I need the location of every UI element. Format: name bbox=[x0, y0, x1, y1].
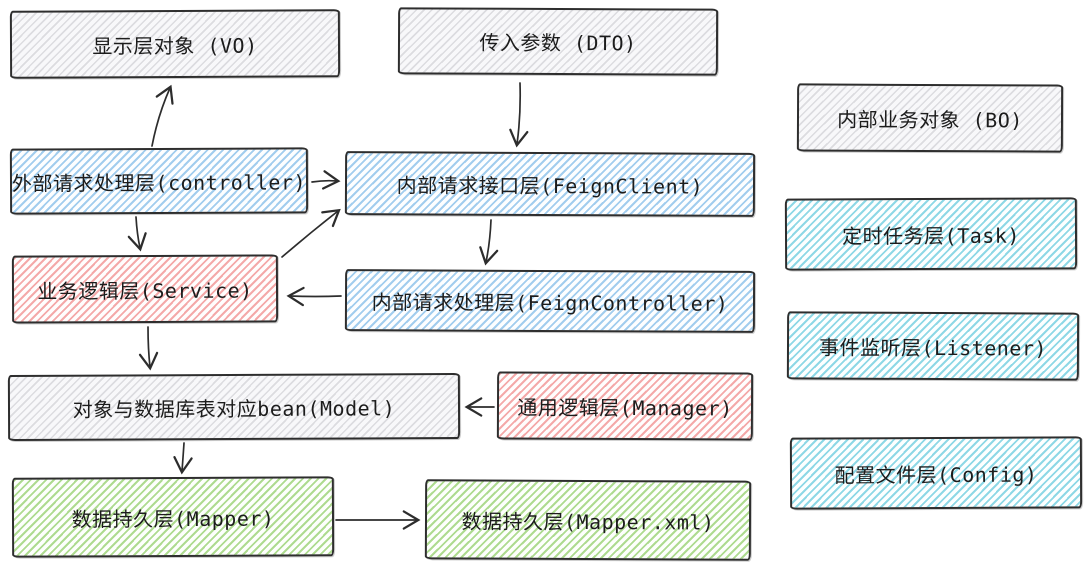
arrow-service-to-model bbox=[138, 326, 159, 371]
node-manager-label: 通用逻辑层(Manager) bbox=[517, 395, 733, 420]
node-model-label: 对象与数据库表对应bean(Model) bbox=[72, 395, 396, 422]
node-service: 业务逻辑层(Service) bbox=[11, 254, 279, 324]
node-mapper-xml: 数据持久层(Mapper.xml) bbox=[424, 479, 752, 561]
node-mapper: 数据持久层(Mapper) bbox=[11, 476, 335, 558]
node-feign-controller: 内部请求处理层(FeignController) bbox=[344, 269, 756, 333]
arrow-model-to-mapper bbox=[173, 442, 193, 475]
node-feign-client: 内部请求接口层(FeignClient) bbox=[344, 151, 756, 217]
node-manager: 通用逻辑层(Manager) bbox=[496, 371, 754, 441]
node-listener-label: 事件监听层(Listener) bbox=[818, 335, 1047, 360]
node-task-label: 定时任务层(Task) bbox=[842, 223, 1020, 248]
node-dto: 传入参数 (DTO) bbox=[397, 7, 719, 76]
arrow-service-to-feign-client bbox=[281, 208, 341, 258]
node-mapper-xml-label: 数据持久层(Mapper.xml) bbox=[461, 508, 715, 535]
node-controller: 外部请求处理层(controller) bbox=[9, 147, 309, 215]
node-mapper-label: 数据持久层(Mapper) bbox=[71, 506, 275, 531]
node-service-label: 业务逻辑层(Service) bbox=[37, 278, 253, 303]
node-bo: 内部业务对象 (BO) bbox=[796, 83, 1064, 153]
node-model: 对象与数据库表对应bean(Model) bbox=[7, 373, 461, 441]
node-vo: 显示层对象 (VO) bbox=[9, 9, 341, 79]
node-dto-label: 传入参数 (DTO) bbox=[479, 30, 637, 56]
node-listener: 事件监听层(Listener) bbox=[786, 311, 1080, 381]
node-bo-label: 内部业务对象 (BO) bbox=[837, 107, 1023, 132]
arrow-feign-controller-to-service bbox=[286, 286, 342, 307]
node-task: 定时任务层(Task) bbox=[784, 197, 1078, 271]
arrow-dto-to-feign-client bbox=[509, 82, 529, 148]
arrow-controller-to-feign-client bbox=[311, 170, 341, 190]
arrow-controller-to-vo bbox=[151, 84, 174, 147]
node-config: 配置文件层(Config) bbox=[789, 436, 1083, 510]
node-feign-client-label: 内部请求接口层(FeignClient) bbox=[396, 172, 704, 199]
node-controller-label: 外部请求处理层(controller) bbox=[11, 169, 307, 196]
node-feign-controller-label: 内部请求处理层(FeignController) bbox=[371, 289, 729, 316]
arrow-controller-to-service bbox=[127, 216, 147, 252]
node-vo-label: 显示层对象 (VO) bbox=[92, 33, 258, 58]
arrow-feign-client-to-feign-controller bbox=[479, 219, 499, 266]
node-config-label: 配置文件层(Config) bbox=[834, 462, 1038, 487]
